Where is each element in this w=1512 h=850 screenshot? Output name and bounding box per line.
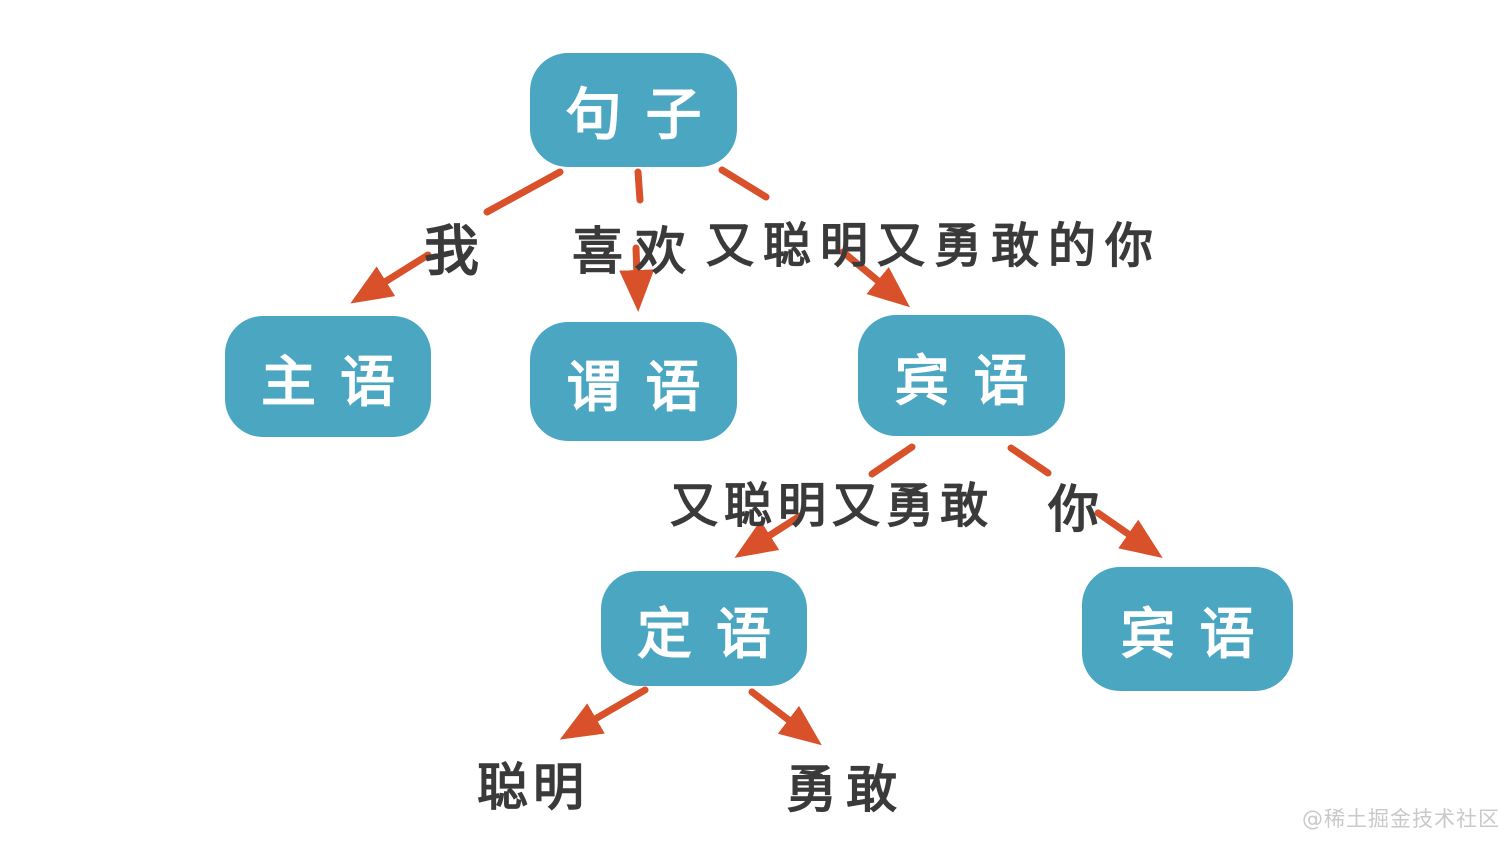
edge-object-attributive-stub <box>868 443 916 478</box>
edge-label-predicate: 喜欢 <box>572 223 699 282</box>
edge-sentence-subject-stub <box>483 168 564 216</box>
edge-sentence-object-arrow <box>839 248 910 308</box>
edge-object-innerobject-arrow <box>1094 509 1163 558</box>
node-predicate-label: 谓语 <box>566 354 725 419</box>
node-subject: 主语 <box>225 316 431 437</box>
node-subject-label: 主语 <box>260 349 419 414</box>
node-attributive: 定语 <box>601 571 807 686</box>
node-inner-object: 宾语 <box>1082 567 1293 691</box>
leaf-label-smart: 聪明 <box>477 759 590 818</box>
node-predicate: 谓语 <box>530 322 737 441</box>
edge-label-subject: 我 <box>424 219 480 283</box>
edge-label-object: 又聪明又勇敢的你 <box>706 218 1163 274</box>
node-object-label: 宾语 <box>894 348 1053 413</box>
node-attributive-label: 定语 <box>636 601 795 666</box>
edge-sentence-object-stub <box>718 166 770 201</box>
edge-object-innerobject-stub <box>1007 444 1052 477</box>
watermark: @稀土掘金技术社区 <box>1302 807 1500 831</box>
node-object: 宾语 <box>858 315 1065 436</box>
edge-label-inner-object: 你 <box>1048 481 1100 540</box>
edge-sentence-subject-arrow <box>350 251 432 304</box>
node-sentence: 句子 <box>530 53 737 167</box>
node-sentence-label: 句子 <box>565 82 726 148</box>
edge-sentence-predicate-stub <box>634 168 644 204</box>
edge-sentence-predicate-arrow <box>619 244 655 312</box>
edge-object-attributive-arrow <box>734 512 804 558</box>
edge-attributive-smart-arrow <box>559 686 649 740</box>
node-inner-object-label: 宾语 <box>1120 602 1279 666</box>
leaf-label-brave: 勇敢 <box>786 761 907 820</box>
edge-label-attributive: 又聪明又勇敢 <box>670 478 995 534</box>
edge-attributive-brave-arrow <box>748 688 822 746</box>
